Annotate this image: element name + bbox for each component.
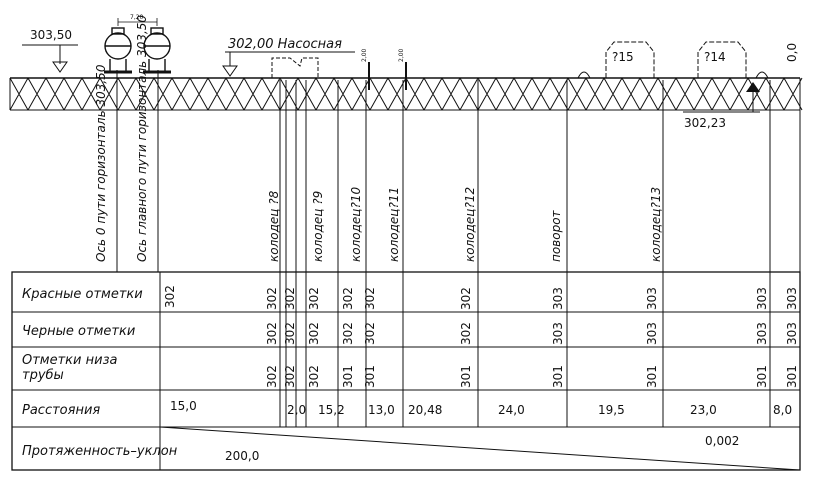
building-15-label: ?15 bbox=[612, 50, 634, 64]
vertical-lines bbox=[116, 70, 801, 470]
elevation-cell: 301 bbox=[363, 365, 377, 388]
vlabel-well-12: колодец?12 bbox=[463, 187, 477, 262]
vlabel-well-9: колодец ?9 bbox=[311, 191, 325, 262]
elevation-cell: 302 bbox=[283, 287, 297, 310]
black-first-value: 302 bbox=[163, 285, 177, 308]
pump-station: 302,00 Насосная bbox=[222, 37, 355, 78]
tank-left-icon bbox=[104, 27, 132, 74]
table-row-labels: Красные отметки Черные отметки Отметки н… bbox=[22, 285, 178, 459]
elevation-cell: 303 bbox=[785, 322, 799, 345]
distance-value: 24,0 bbox=[498, 403, 525, 417]
row-label-slope: Протяженность–уклон bbox=[22, 444, 178, 459]
vlabel-well-8: колодец ?8 bbox=[267, 190, 281, 262]
elevation-cell: 303 bbox=[645, 287, 659, 310]
distance-value: 23,0 bbox=[690, 403, 717, 417]
elevation-cell: 302 bbox=[459, 287, 473, 310]
row-label-black: Черные отметки bbox=[22, 324, 135, 339]
right-elevation: 302,23 bbox=[684, 116, 726, 130]
vlabel-well-10: колодец?10 bbox=[349, 187, 363, 262]
left-elevation: 303,50 bbox=[30, 28, 72, 42]
elevation-cell: 301 bbox=[459, 365, 473, 388]
elevation-cell: 303 bbox=[551, 322, 565, 345]
small-mark-2: 2,00 bbox=[398, 48, 405, 62]
elevation-cell: 302 bbox=[265, 287, 279, 310]
row-label-distances: Расстояния bbox=[22, 403, 100, 418]
elevation-cell: 302 bbox=[363, 322, 377, 345]
left-level-marker: 303,50 bbox=[22, 28, 78, 73]
elevation-cell: 302 bbox=[283, 365, 297, 388]
distance-value: 8,0 bbox=[773, 403, 792, 417]
elevation-cell: 302 bbox=[341, 322, 355, 345]
vlabel-main-axis: Ось главного пути горизонталь 303,50 bbox=[135, 15, 149, 262]
pump-station-label: 302,00 Насосная bbox=[228, 37, 342, 52]
distance-value: 20,48 bbox=[408, 403, 442, 417]
right-level-marker: 302,23 0,0 bbox=[683, 43, 799, 130]
elevation-cell: 302 bbox=[341, 287, 355, 310]
elevation-cell: 301 bbox=[341, 365, 355, 388]
small-marks: 2,00 2,00 bbox=[361, 48, 407, 90]
distance-value: 15,0 bbox=[170, 399, 197, 413]
slope-value: 0,002 bbox=[705, 434, 739, 448]
distance-values: 15,0 2,0 15,2 13,0 20,48 24,0 19,5 23,0 … bbox=[170, 399, 792, 463]
profile-table bbox=[11, 271, 801, 471]
distance-value: 15,2 bbox=[318, 403, 345, 417]
tank-dimension-label: 7,20 bbox=[130, 14, 144, 21]
elevation-cell: 301 bbox=[755, 365, 769, 388]
distance-value: 2,0 bbox=[287, 403, 306, 417]
distance-value: 19,5 bbox=[598, 403, 625, 417]
elevation-cell: 303 bbox=[785, 287, 799, 310]
building-15-icon: ?15 bbox=[577, 41, 655, 79]
elevation-cell: 303 bbox=[551, 287, 565, 310]
vlabel-turn: поворот bbox=[549, 209, 563, 262]
right-zero-label: 0,0 bbox=[785, 43, 799, 62]
vlabel-axis-0: Ось 0 пути горизонталь 303,50 bbox=[94, 64, 108, 262]
building-14-icon: ?14 bbox=[697, 41, 769, 79]
elevation-cell: 302 bbox=[307, 365, 321, 388]
table-cells: 302 302 302 302 302 302 303 303 303 303 302 302 302 3… bbox=[265, 287, 799, 388]
elevation-cell: 302 bbox=[459, 322, 473, 345]
elevation-cell: 303 bbox=[645, 322, 659, 345]
vertical-labels: Ось 0 пути горизонталь 303,50 Ось главно… bbox=[94, 15, 663, 262]
elevation-cell: 302 bbox=[363, 287, 377, 310]
elevation-cell: 301 bbox=[645, 365, 659, 388]
row-label-red: Красные отметки bbox=[22, 287, 143, 302]
small-mark-1: 2,00 bbox=[361, 48, 368, 62]
elevation-cell: 302 bbox=[307, 287, 321, 310]
elevation-cell: 303 bbox=[755, 322, 769, 345]
length-value: 200,0 bbox=[225, 449, 259, 463]
tank-right-icon bbox=[143, 27, 171, 74]
distance-value: 13,0 bbox=[368, 403, 395, 417]
vlabel-well-11: колодец?11 bbox=[387, 187, 401, 262]
vlabel-well-13: колодец?13 bbox=[649, 187, 663, 262]
elevation-cell: 301 bbox=[785, 365, 799, 388]
elevation-cell: 302 bbox=[265, 365, 279, 388]
tank-dimension: 7,20 bbox=[117, 14, 158, 26]
elevation-cell: 301 bbox=[551, 365, 565, 388]
elevation-cell: 303 bbox=[755, 287, 769, 310]
elevation-cell: 302 bbox=[283, 322, 297, 345]
elevation-cell: 302 bbox=[265, 322, 279, 345]
elevation-cell: 302 bbox=[307, 322, 321, 345]
building-14-label: ?14 bbox=[704, 50, 726, 64]
